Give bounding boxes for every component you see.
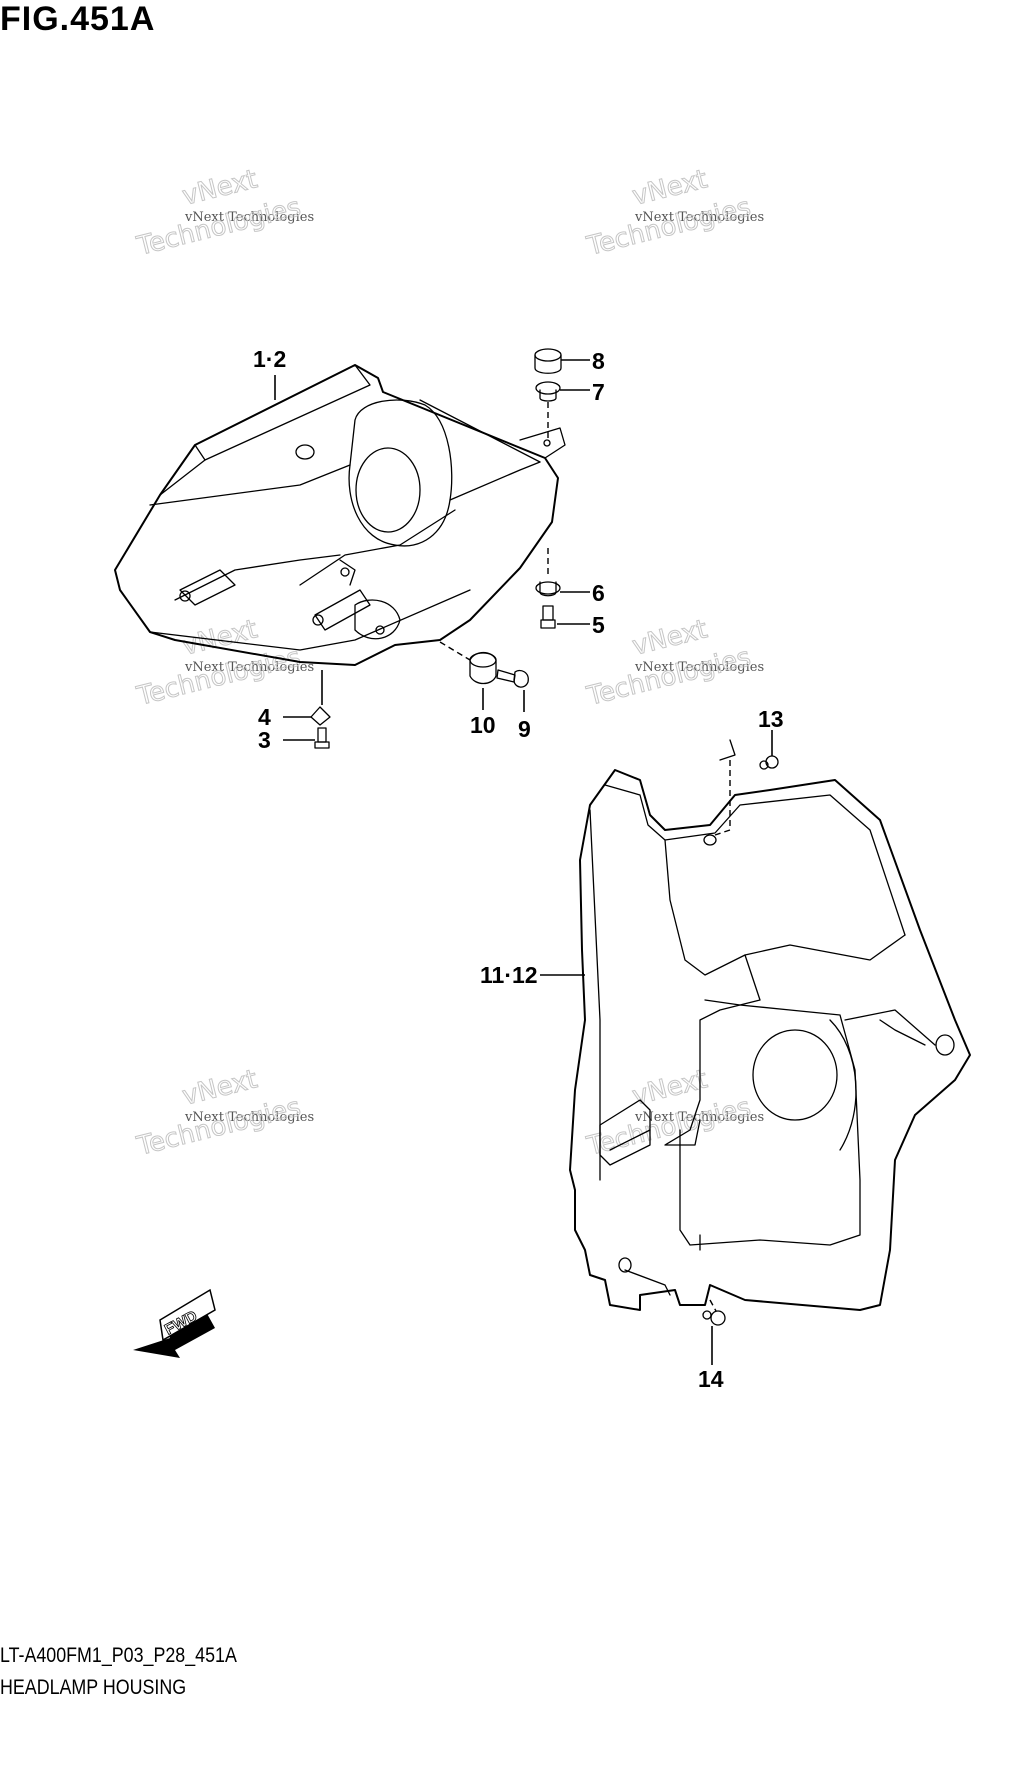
headlamp-housing-upper bbox=[114, 364, 566, 666]
inner-panel-lower bbox=[540, 730, 971, 1365]
watermark-outline: vNext Technologies vNext Technologies vN… bbox=[133, 164, 754, 1163]
callout-9: 9 bbox=[518, 716, 531, 742]
upper-hardware bbox=[274, 348, 590, 749]
section-name: HEADLAMP HOUSING bbox=[0, 1676, 187, 1699]
callout-13: 13 bbox=[758, 706, 784, 732]
fwd-direction-arrow: FWD bbox=[133, 1288, 216, 1358]
callout-4: 4 bbox=[258, 704, 271, 730]
callout-14: 14 bbox=[698, 1366, 724, 1392]
callout-8: 8 bbox=[592, 348, 605, 374]
figure-title: FIG.451A bbox=[0, 0, 156, 38]
callout-1-2: 1·2 bbox=[253, 346, 286, 372]
callout-5: 5 bbox=[592, 612, 605, 638]
callout-11-12: 11·12 bbox=[480, 962, 538, 988]
callout-10: 10 bbox=[470, 712, 496, 738]
callout-3: 3 bbox=[258, 727, 271, 753]
callout-labels: 1·2 3 4 5 6 7 8 9 10 11·12 13 14 bbox=[253, 346, 784, 1392]
callout-7: 7 bbox=[592, 379, 605, 405]
callout-6: 6 bbox=[592, 580, 605, 606]
drawing-code: LT-A400FM1_P03_P28_451A bbox=[0, 1644, 237, 1667]
